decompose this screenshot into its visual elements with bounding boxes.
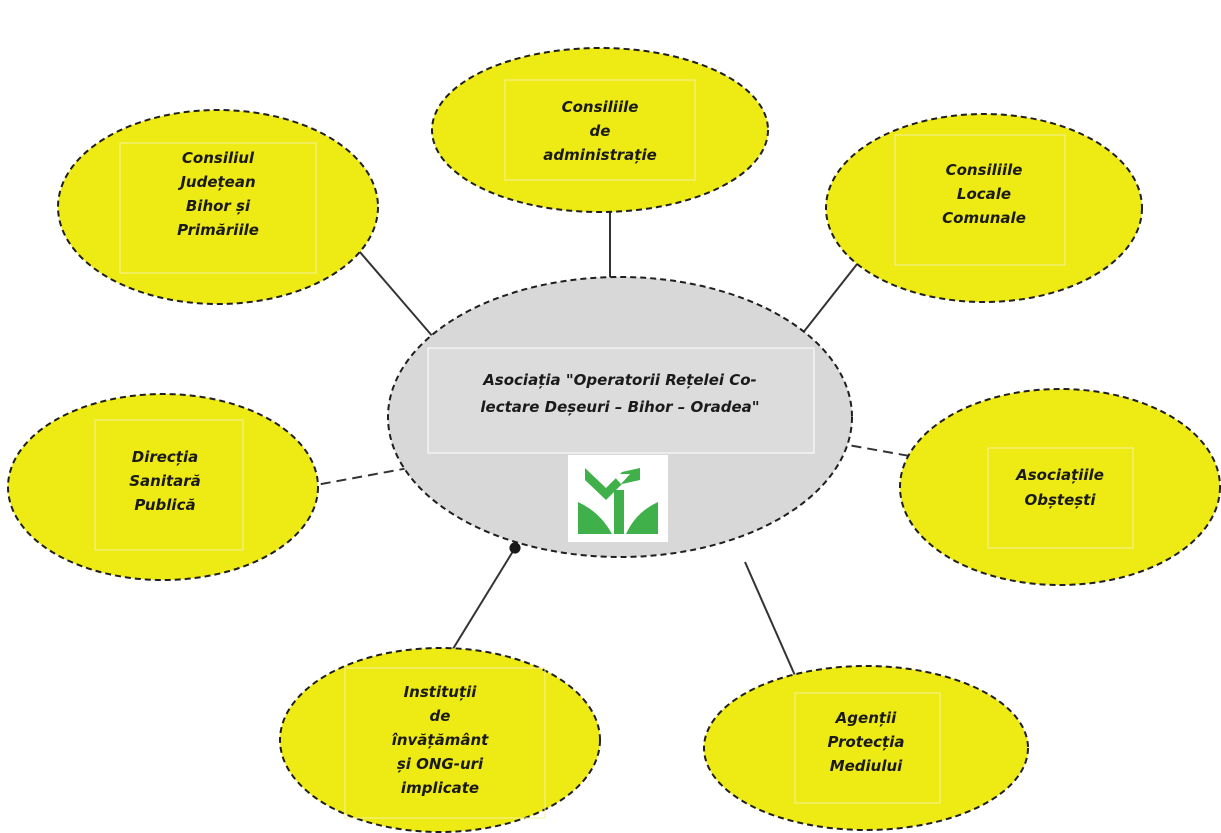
satellite-top-left-line-3: Bihor și: [186, 197, 251, 215]
satellite-top: Consiliile de administrație: [431, 47, 769, 213]
satellite-top-left-line-1: Consiliul: [182, 149, 255, 167]
satellite-top-line-2: de: [590, 122, 611, 140]
satellite-bottom-left-line-5: implicate: [401, 779, 479, 797]
satellite-bottom-left-line-3: învățământ: [392, 731, 489, 749]
satellite-bottom-left-line-1: Instituții: [404, 683, 478, 701]
satellite-left-line-2: Sanitară: [129, 472, 201, 490]
satellite-bottom-left-line-2: de: [430, 707, 451, 725]
satellite-right-line-2: Obștești: [1024, 491, 1096, 509]
satellite-bottom-right-line-3: Mediului: [830, 757, 903, 775]
satellite-top-right-line-2: Locale: [957, 185, 1011, 203]
satellite-top-left-line-2: Județean: [177, 173, 255, 191]
satellite-top-right-line-1: Consiliile: [946, 161, 1023, 179]
satellite-bottom-left-line-4: și ONG-uri: [397, 755, 484, 773]
satellite-top-left-line-4: Primăriile: [177, 221, 259, 239]
satellite-left: Direcția Sanitară Publică: [7, 393, 319, 581]
center-label-line-1: Asociația "Operatorii Rețelei Co-: [482, 371, 757, 389]
satellite-top-line-1: Consiliile: [562, 98, 639, 116]
green-leaf-logo-icon: [568, 455, 668, 542]
satellite-top-right-line-3: Comunale: [942, 209, 1026, 227]
satellite-left-line-1: Direcția: [132, 448, 199, 466]
satellite-bottom-right-line-2: Protecția: [828, 733, 905, 751]
satellite-left-line-3: Publică: [134, 496, 195, 514]
satellite-right-line-1: Asociațiile: [1015, 466, 1104, 484]
satellite-bottom-right: Agenții Protecția Mediului: [703, 665, 1029, 831]
satellite-bottom-left: Instituții de învățământ și ONG-uri impl…: [279, 647, 601, 833]
satellite-bottom-right-line-1: Agenții: [835, 709, 898, 727]
satellite-right: Asociațiile Obștești: [899, 388, 1221, 586]
satellite-top-line-3: administrație: [543, 146, 657, 164]
center-label-line-2: lectare Deșeuri – Bihor – Oradea": [480, 398, 759, 416]
center-node: Asociația "Operatorii Rețelei Co- lectar…: [387, 276, 853, 558]
satellite-top-left: Consiliul Județean Bihor și Primăriile: [57, 109, 379, 305]
satellite-top-right: Consiliile Locale Comunale: [825, 113, 1143, 303]
